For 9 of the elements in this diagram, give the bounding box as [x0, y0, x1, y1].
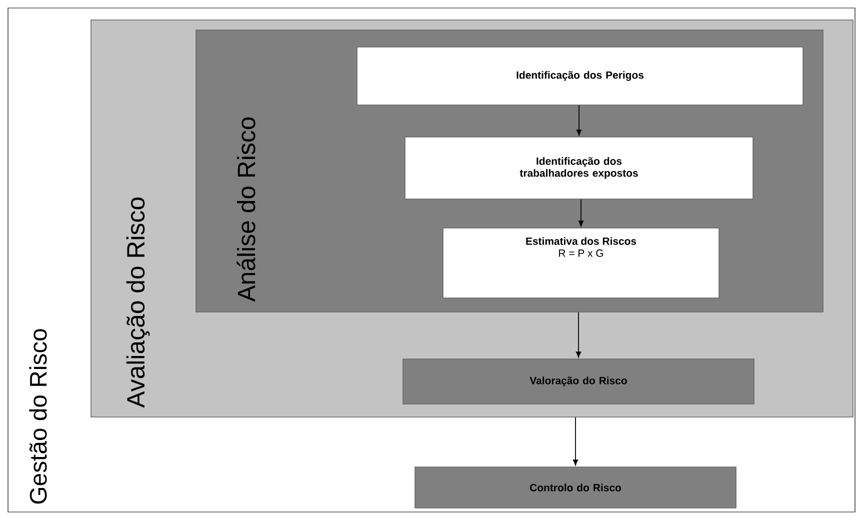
- arrow: [576, 312, 582, 358]
- process-box: Identificação dos trabalhadores expostos: [404, 136, 754, 200]
- process-box: Valoração do Risco: [402, 358, 754, 404]
- arrow: [578, 198, 584, 226]
- process-box: Identificação dos Perigos: [356, 46, 804, 106]
- process-box: Controlo do Risco: [414, 466, 736, 508]
- process-box: Estimativa dos Riscos R = P x G: [442, 228, 720, 298]
- arrow: [576, 104, 582, 136]
- arrow: [572, 416, 578, 466]
